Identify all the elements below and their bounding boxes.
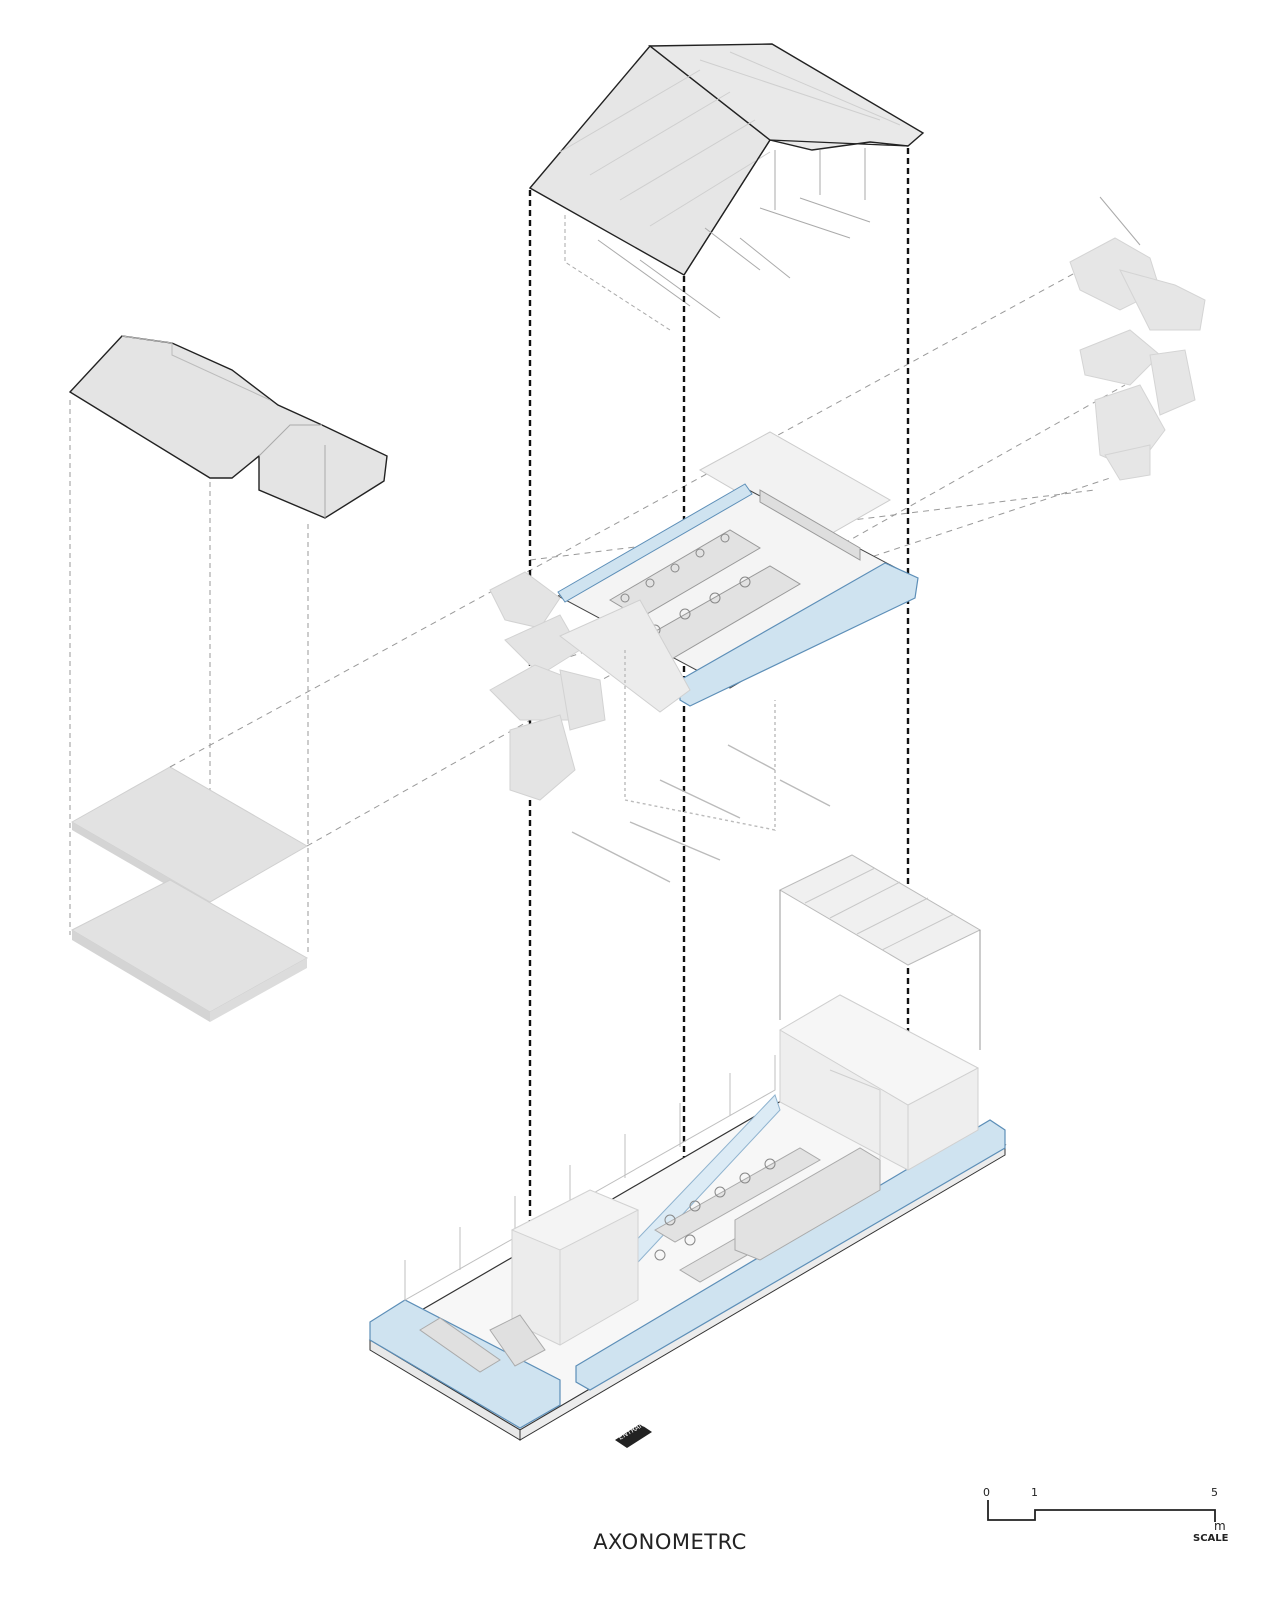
scale-tick-0: 0 (983, 1486, 990, 1499)
pitched-roof-right-plane (648, 43, 925, 151)
scale-tick-5: 5 (1211, 1486, 1218, 1499)
upper-water-strip-back (557, 483, 753, 603)
left-assembly (68, 335, 388, 1022)
scale-unit: m (1214, 1519, 1226, 1533)
upper-stair-cluster (489, 571, 606, 801)
upper-floor (489, 431, 919, 801)
glass-canopy (778, 854, 982, 966)
right-stair (1069, 196, 1206, 481)
left-lower-slab (70, 879, 309, 1013)
left-roof-mass (68, 335, 388, 519)
pendant-lights (571, 650, 831, 883)
upper-water-strip-front (679, 562, 919, 707)
scale-tick-1: 1 (1031, 1486, 1038, 1499)
scale-bar (987, 1500, 1216, 1522)
ground-floor (368, 854, 1007, 1441)
entrance-marker: ENTRANCE (615, 1416, 654, 1448)
left-upper-slab (70, 766, 309, 903)
scale-word: SCALE (1193, 1533, 1229, 1544)
drawing-title: AXONOMETRC (593, 1530, 747, 1554)
ground-water-strip-front (575, 1119, 1006, 1391)
